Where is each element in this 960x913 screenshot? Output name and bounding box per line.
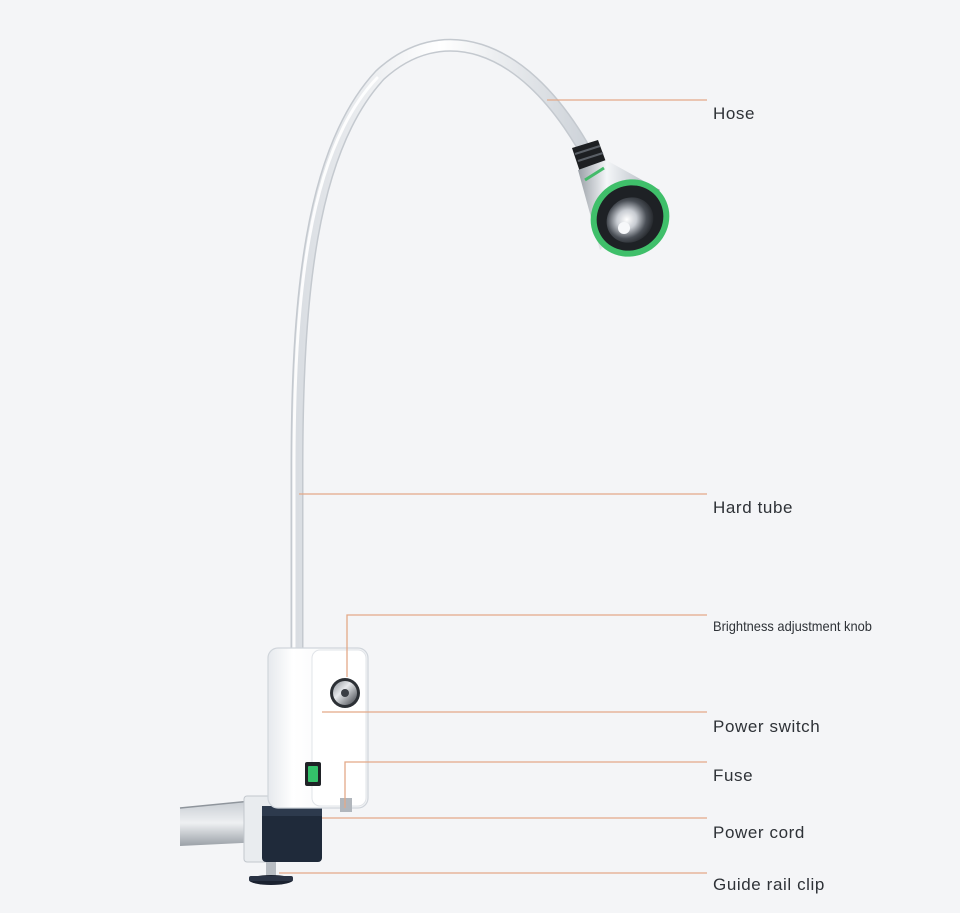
label-guide-rail-clip: Guide rail clip [713, 875, 825, 894]
label-power-cord: Power cord [713, 823, 805, 842]
label-hard-tube: Hard tube [713, 498, 794, 517]
leader-line-brightness-knob [346, 614, 707, 677]
control-box [267, 647, 369, 812]
label-brightness-knob: Brightness adjustment knob [713, 618, 872, 634]
leader-line-fuse [344, 761, 707, 808]
label-fuse: Fuse [713, 766, 754, 785]
label-power-switch: Power switch [713, 717, 821, 736]
lamp-head [572, 140, 670, 257]
gooseneck-tube [290, 38, 589, 672]
rail-clip [243, 795, 322, 885]
label-hose: Hose [713, 104, 756, 123]
leader-lines [279, 99, 707, 874]
